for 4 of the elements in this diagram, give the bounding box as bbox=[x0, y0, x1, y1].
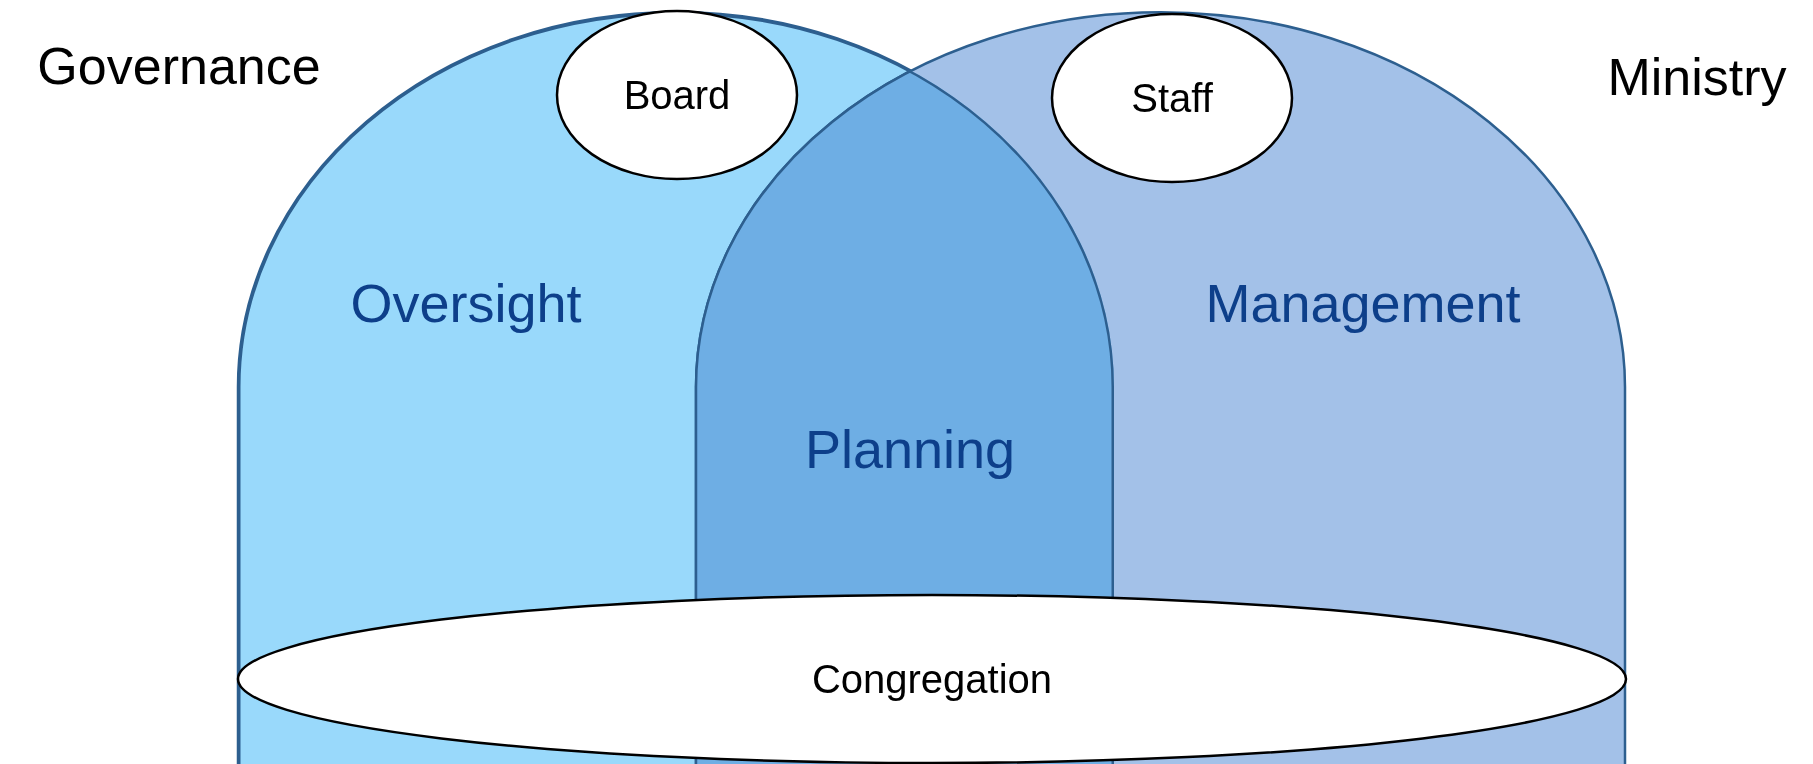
heading-label: Governance bbox=[37, 40, 321, 92]
ellipse-label: Board bbox=[623, 75, 731, 115]
ellipse-label: Staff bbox=[1131, 78, 1213, 118]
ellipse-label: Congregation bbox=[811, 659, 1053, 699]
